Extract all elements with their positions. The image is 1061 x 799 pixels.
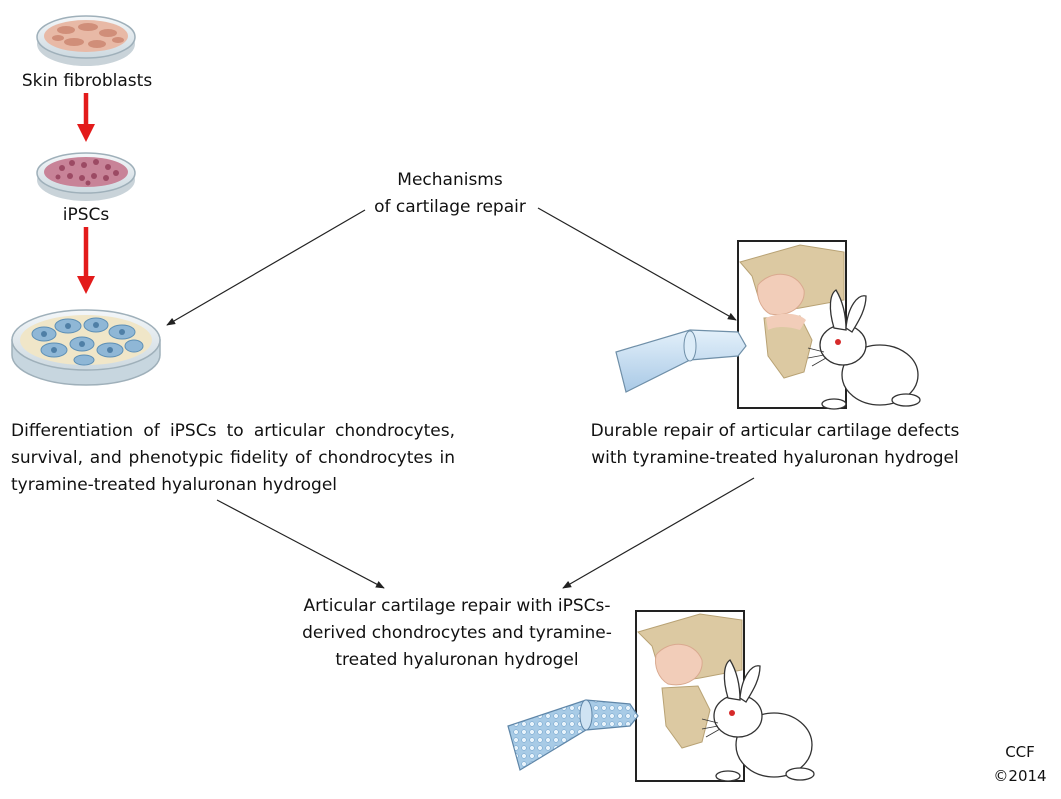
fibroblast-dish-icon [36,15,136,66]
arrow-mechanisms-to-differentiation [166,209,366,326]
durable-repair-text-line1: Durable repair of articular cartilage de… [590,421,960,441]
credit-line1: CCF [1005,743,1035,761]
arrow-mechanisms-to-durable-repair [537,207,737,321]
differentiation-text-line2: survival, and phenotypic fidelity of cho… [11,448,455,468]
mechanisms-label-line1: Mechanisms [397,170,503,190]
mechanisms-label-line2: of cartilage repair [374,197,526,217]
durable-repair-text-line2: with tyramine-treated hyaluronan hydroge… [591,448,959,468]
ipscs-label: iPSCs [62,205,110,225]
skin-fibroblasts-label: Skin fibroblasts [21,71,153,91]
result-text-line1: Articular cartilage repair with iPSCs- [303,596,611,616]
differentiation-text-line3: tyramine-treated hyaluronan hydrogel [11,475,338,495]
arrow-differentiation-to-result [216,499,385,589]
arrow-durable-to-result [562,477,755,589]
credit-line2: ©2014 [993,767,1047,785]
differentiation-text-line1: Differentiation of iPSCs to articular ch… [11,421,455,441]
combined-repair-illustration [507,610,815,782]
ipsc-dish-icon [36,152,136,201]
hydrogel-injection-illustration [615,240,921,410]
chondrocyte-dish-icon [11,309,161,386]
result-text-line2: derived chondrocytes and tyramine- [302,623,612,643]
result-text-line3: treated hyaluronan hydrogel [335,650,579,670]
